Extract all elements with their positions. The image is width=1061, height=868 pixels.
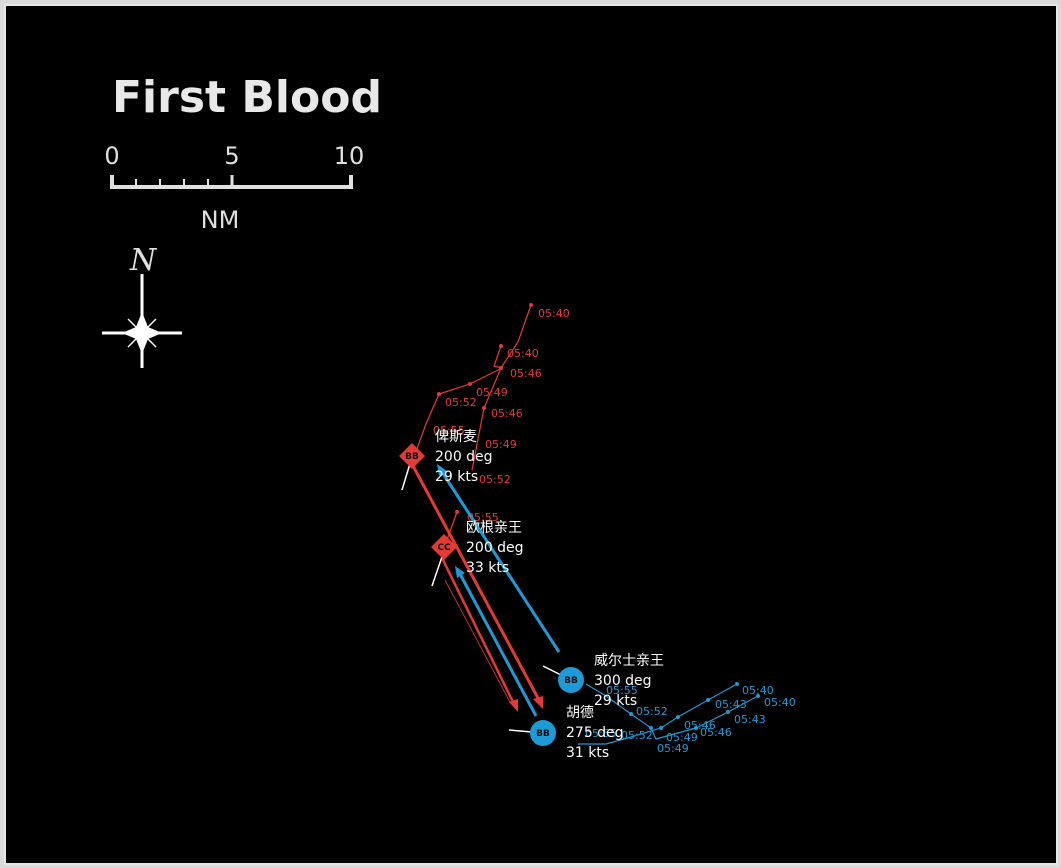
scale-bar: 0 5 10 NM	[104, 142, 364, 234]
battle-map: First Blood 0 5 10 NM N 05:40 05:46 05:4…	[102, 72, 796, 761]
ship-info-bismarck: 俾斯麦 200 deg 29 kts	[435, 429, 493, 485]
blue-bb2-time-label: 05:46	[700, 726, 732, 739]
scale-tick-0: 0	[104, 142, 119, 170]
ship-marker-blue-bb-1[interactable]: BB	[542, 665, 584, 693]
blue-bb2-time-label: 05:43	[734, 713, 766, 726]
ship-marker-label: BB	[405, 452, 419, 462]
red-cc-time-label: 05:52	[445, 396, 477, 409]
red-bb-time-label: 05:52	[479, 473, 511, 486]
ship-name: 欧根亲王	[466, 520, 522, 536]
map-title: First Blood	[112, 72, 382, 123]
scale-tick-5: 5	[224, 142, 239, 170]
blue-bb2-time-label: 05:40	[764, 696, 796, 709]
ship-marker-red-cc[interactable]: CC	[431, 534, 457, 587]
red-bb-time-label: 05:40	[538, 307, 570, 320]
blue-fire-arrows	[437, 464, 561, 717]
ship-name: 俾斯麦	[435, 429, 477, 445]
ship-info-hood: 胡德 275 deg 31 kts	[566, 705, 624, 761]
red-bb-time-label: 05:46	[510, 367, 542, 380]
red-cc-time-label: 05:40	[507, 347, 539, 360]
ship-speed: 31 kts	[566, 745, 609, 761]
blue-bb1-time-label: 05:43	[715, 698, 747, 711]
scale-tick-10: 10	[334, 142, 365, 170]
compass-rose-icon: N	[102, 243, 182, 368]
scale-unit-label: NM	[201, 206, 240, 234]
ship-info-prinz-eugen: 欧根亲王 200 deg 33 kts	[466, 520, 524, 576]
red-cc-time-label: 05:55	[433, 424, 465, 437]
ship-name: 胡德	[566, 705, 594, 721]
ship-heading: 300 deg	[594, 673, 652, 689]
blue-bb2-time-label: 05:49	[657, 742, 689, 755]
ship-speed: 29 kts	[594, 693, 637, 709]
map-frame: First Blood 0 5 10 NM N 05:40 05:46 05:4…	[4, 4, 1058, 865]
ship-speed: 29 kts	[435, 469, 478, 485]
ship-heading: 275 deg	[566, 725, 624, 741]
red-fire-arrows	[410, 463, 543, 712]
red-cc-time-label: 05:49	[476, 386, 508, 399]
red-bb-time-label: 05:49	[485, 438, 517, 451]
ship-marker-label: CC	[437, 543, 451, 553]
ship-name: 威尔士亲王	[594, 653, 664, 669]
ship-info-prince-of-wales: 威尔士亲王 300 deg 29 kts	[594, 653, 664, 709]
ship-marker-label: BB	[564, 676, 578, 686]
ship-heading: 200 deg	[435, 449, 493, 465]
red-cc-track: 05:40 05:46 05:49 05:52 05:55	[414, 344, 539, 455]
ship-marker-blue-bb-2[interactable]: BB	[508, 720, 556, 746]
blue-bb1-time-label: 05:55	[585, 727, 617, 740]
blue-bb2-track: 05:40 05:43 05:46 05:49 05:52 05:55	[585, 683, 796, 755]
ship-marker-label: BB	[536, 729, 550, 739]
north-label: N	[129, 243, 158, 278]
blue-bb2-time-label: 05:52	[636, 705, 668, 718]
ship-marker-red-bb[interactable]: BB	[399, 443, 425, 491]
blue-bb2-time-label: 05:55	[606, 684, 638, 697]
blue-bb1-time-label: 05:52	[621, 729, 653, 742]
ship-speed: 33 kts	[466, 560, 509, 576]
red-cc-time-label: 05:46	[491, 407, 523, 420]
ship-heading: 200 deg	[466, 540, 524, 556]
blue-bb1-time-label: 05:40	[742, 684, 774, 697]
